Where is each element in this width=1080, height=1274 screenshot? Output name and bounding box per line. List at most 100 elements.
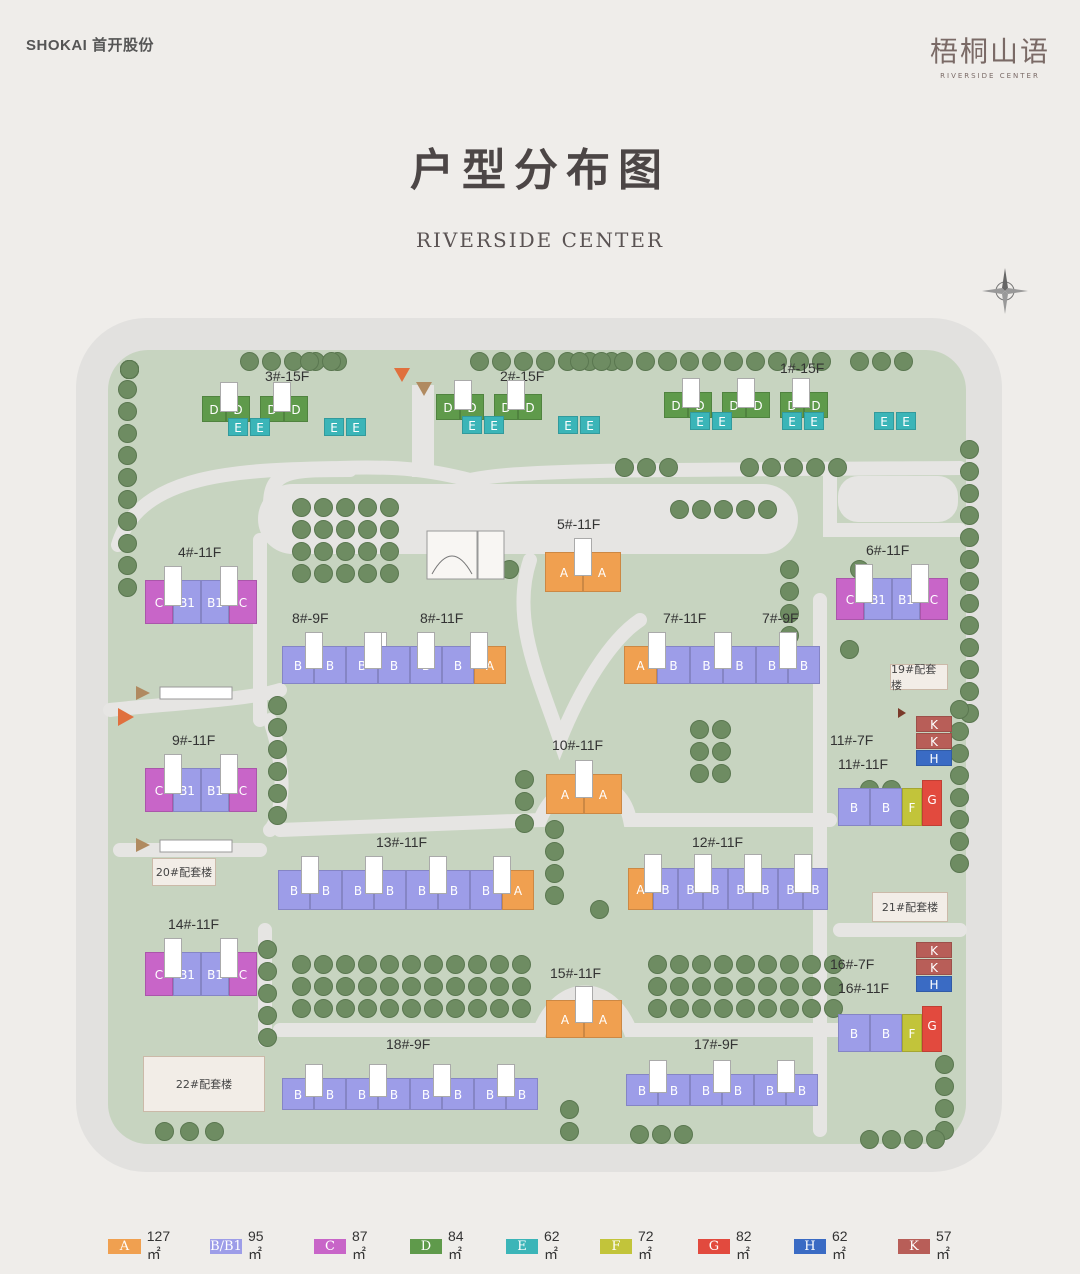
stair-core (497, 1064, 515, 1098)
tree-icon (380, 564, 399, 583)
tree-icon (714, 977, 733, 996)
tree-icon (840, 640, 859, 659)
tree-icon (155, 1122, 174, 1141)
tree-icon (950, 700, 969, 719)
tree-icon (292, 999, 311, 1018)
tree-icon (258, 1006, 277, 1025)
tree-icon (960, 572, 979, 591)
tree-icon (960, 594, 979, 613)
tree-icon (314, 999, 333, 1018)
legend-swatch: G (698, 1238, 730, 1254)
tree-icon (615, 458, 634, 477)
tree-icon (950, 788, 969, 807)
building-label: 13#-11F (376, 834, 428, 850)
building-label: 12#-11F (692, 834, 744, 850)
stair-core (164, 938, 182, 979)
tree-icon (336, 542, 355, 561)
tree-icon (950, 766, 969, 785)
tree-icon (652, 1125, 671, 1144)
unit-e: E (782, 412, 802, 430)
tree-icon (515, 770, 534, 789)
tree-icon (380, 999, 399, 1018)
stair-core (219, 382, 238, 412)
building-label: 10#-11F (552, 737, 604, 753)
tree-icon (402, 977, 421, 996)
stair-core (453, 380, 472, 410)
tree-icon (292, 955, 311, 974)
tree-icon (424, 955, 443, 974)
tree-icon (768, 352, 787, 371)
tree-icon (268, 740, 287, 759)
building-label: 8#-9F (292, 610, 329, 626)
unit-b: B (838, 1014, 870, 1052)
tree-icon (812, 352, 831, 371)
tree-icon (828, 458, 847, 477)
entrance-arrow-icon (416, 382, 432, 396)
project-name-en: RIVERSIDE CENTER (940, 72, 1040, 80)
tree-icon (292, 520, 311, 539)
tree-icon (636, 352, 655, 371)
tree-icon (736, 977, 755, 996)
tree-icon (935, 1055, 954, 1074)
tree-icon (780, 604, 799, 623)
stair-core (220, 938, 238, 979)
tree-icon (690, 742, 709, 761)
tree-icon (960, 440, 979, 459)
tree-icon (358, 999, 377, 1018)
tree-icon (950, 854, 969, 873)
legend-area: 62㎡ (831, 1228, 848, 1262)
tree-icon (614, 352, 633, 371)
stair-core (470, 632, 489, 669)
tree-icon (894, 352, 913, 371)
tree-icon (960, 506, 979, 525)
stair-core (574, 538, 592, 576)
building-label: 3#-15F (265, 368, 310, 384)
tree-icon (802, 999, 821, 1018)
legend-swatch: A (108, 1238, 141, 1254)
tree-icon (446, 999, 465, 1018)
unit-f: F (902, 788, 922, 826)
tree-icon (515, 792, 534, 811)
building-label: 5#-11F (557, 516, 601, 532)
unit-b: B (870, 788, 902, 826)
facility-building: 20#配套楼 (152, 858, 216, 886)
tree-icon (758, 500, 777, 519)
tree-icon (702, 352, 721, 371)
tree-icon (336, 520, 355, 539)
tree-icon (690, 764, 709, 783)
tree-icon (692, 500, 711, 519)
legend-area: 82㎡ (735, 1228, 752, 1262)
tree-icon (490, 977, 509, 996)
tree-icon (758, 999, 777, 1018)
unit-b1: B1 (201, 768, 229, 812)
stair-core (714, 632, 732, 669)
stair-core (737, 378, 755, 408)
tree-icon (292, 498, 311, 517)
building-label: 15#-11F (550, 965, 602, 981)
tree-icon (380, 542, 399, 561)
stair-core (648, 632, 666, 669)
tree-icon (336, 564, 355, 583)
unit-e: E (690, 412, 710, 430)
tree-icon (560, 1100, 579, 1119)
tree-icon (470, 352, 489, 371)
tree-icon (336, 955, 355, 974)
tree-icon (514, 352, 533, 371)
stair-core (575, 986, 593, 1023)
tree-icon (358, 977, 377, 996)
tree-icon (358, 564, 377, 583)
tree-icon (358, 498, 377, 517)
legend-area: 84㎡ (447, 1228, 464, 1262)
stair-core (305, 632, 323, 669)
tree-icon (358, 520, 377, 539)
tree-icon (380, 977, 399, 996)
stair-core (644, 854, 662, 894)
tree-icon (780, 582, 799, 601)
tree-icon (446, 977, 465, 996)
stair-core (493, 856, 511, 894)
stair-core (855, 564, 873, 604)
tree-icon (118, 446, 137, 465)
